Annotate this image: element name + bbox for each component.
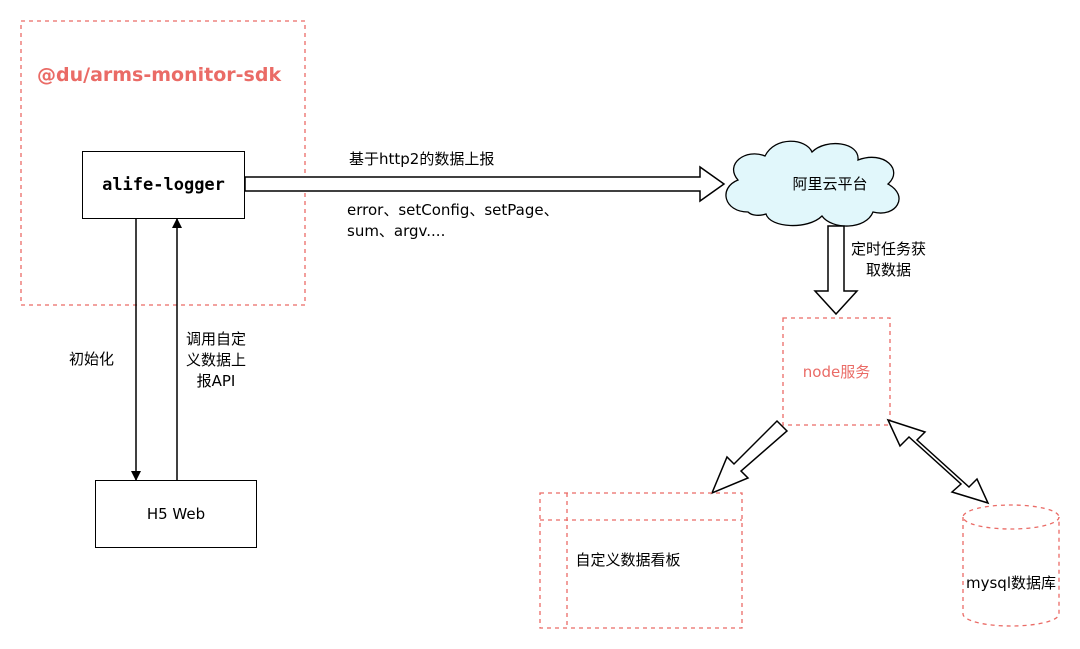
dashboard-label: 自定义数据看板 [575, 551, 681, 569]
fetch-line1: 定时任务获 [851, 240, 927, 258]
sdk-container [20, 20, 306, 306]
init-label: 初始化 [69, 350, 115, 368]
node-service-box [782, 317, 891, 426]
report-arrow [244, 165, 726, 203]
h5-web-box: H5 Web [95, 480, 257, 548]
fetch-arrow [813, 225, 859, 316]
alife-logger-label: alife-logger [102, 175, 225, 195]
mysql-arrow [886, 418, 990, 505]
fetch-line2: 取数据 [866, 261, 912, 279]
report-label: 基于http2的数据上报 [349, 150, 495, 168]
custom-api-line2: 义数据上 [185, 351, 246, 369]
cloud-label: 阿里云平台 [792, 175, 868, 193]
custom-api-line1: 调用自定 [185, 330, 246, 348]
mysql-label: mysql数据库 [966, 574, 1056, 592]
node-service-label: node服务 [802, 363, 871, 381]
dashboard-arrow [710, 419, 789, 495]
custom-api-line3: 报API [196, 372, 236, 390]
sdk-title: @du/arms-monitor-sdk [37, 64, 282, 86]
h5-web-label: H5 Web [146, 505, 206, 523]
alife-logger-box: alife-logger [82, 151, 245, 219]
dashboard-box [539, 492, 743, 629]
report-detail-line1: error、setConfig、setPage、 [347, 201, 559, 219]
report-detail-line2: sum、argv.... [347, 222, 446, 240]
cloud-shape [725, 140, 900, 227]
mysql-cylinder [962, 504, 1060, 627]
